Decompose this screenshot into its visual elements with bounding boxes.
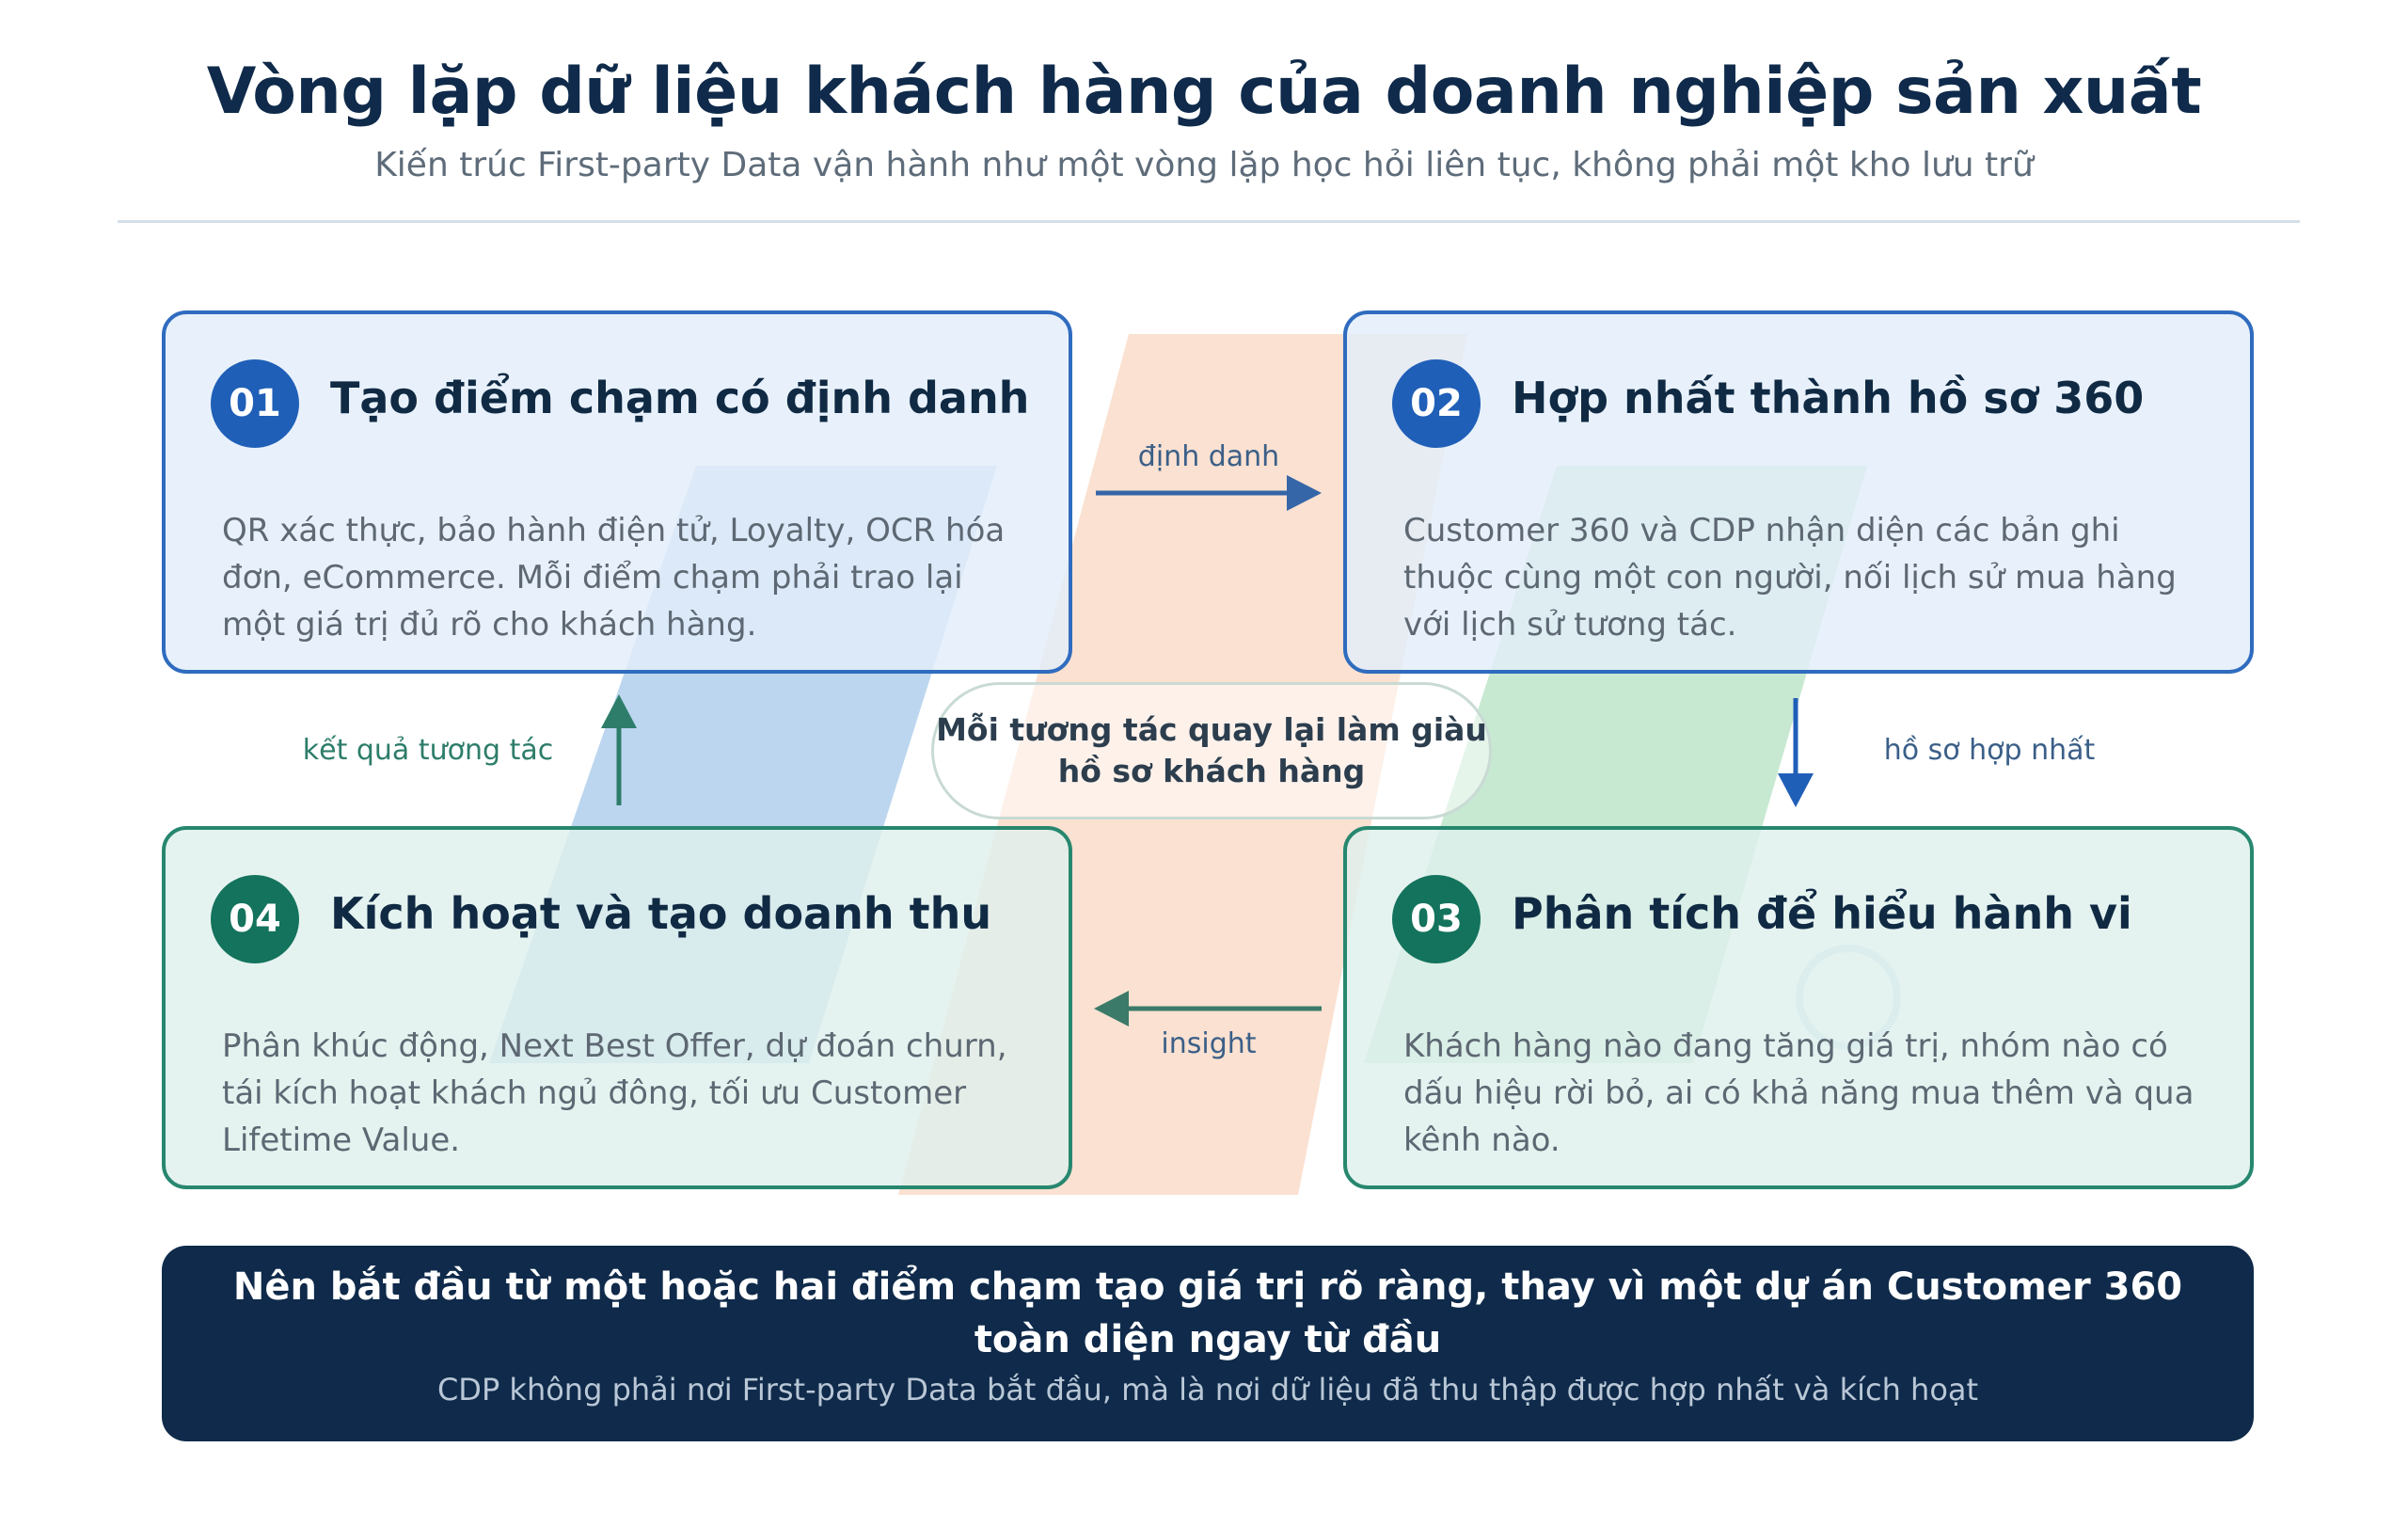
page-subtitle: Kiến trúc First-party Data vận hành như … (374, 146, 2034, 184)
center-loop-note: Mỗi tương tác quay lại làm giàu hồ sơ kh… (931, 682, 1492, 819)
step-number-badge: 04 (211, 875, 299, 963)
step-description: Customer 360 và CDP nhận diện các bản gh… (1403, 512, 2177, 644)
step-card-02: 02 Hợp nhất thành hồ sơ 360 Customer 360… (1343, 310, 2254, 674)
footer-title: Nên bắt đầu từ một hoặc hai điểm chạm tạ… (232, 1265, 2183, 1361)
step-title: Kích hoạt và tạo doanh thu (330, 888, 992, 939)
footer-banner: Nên bắt đầu từ một hoặc hai điểm chạm tạ… (162, 1246, 2254, 1441)
step-card-04: 04 Kích hoạt và tạo doanh thu Phân khúc … (162, 826, 1072, 1189)
step-card-03: 03 Phân tích để hiểu hành vi Khách hàng … (1343, 826, 2254, 1189)
step-title: Hợp nhất thành hồ sơ 360 (1512, 373, 2145, 423)
connector-label-right: hồ sơ hợp nhất (1883, 734, 2096, 767)
step-number-badge: 02 (1392, 359, 1481, 448)
step-card-01: 01 Tạo điểm chạm có định danh QR xác thự… (162, 310, 1072, 674)
arrow-right-icon (1096, 475, 1322, 511)
step-title: Phân tích để hiểu hành vi (1512, 888, 2132, 939)
connector-label-left: kết quả tương tác (302, 734, 554, 767)
step-description: QR xác thực, bảo hành điện tử, Loyalty, … (222, 512, 1006, 644)
connector-label-top: định danh (1137, 440, 1280, 473)
step-title: Tạo điểm chạm có định danh (330, 373, 1030, 423)
step-description: Khách hàng nào đang tăng giá trị, nhóm n… (1403, 1027, 2194, 1159)
page-title: Vòng lặp dữ liệu khách hàng của doanh ng… (206, 55, 2202, 129)
step-number-badge: 01 (211, 359, 299, 448)
step-number-badge: 03 (1392, 875, 1481, 963)
arrow-down-icon (1778, 698, 1814, 807)
arrow-up-icon (601, 694, 637, 805)
header-divider (118, 220, 2300, 223)
arrow-left-icon (1094, 991, 1322, 1026)
footer-subtitle: CDP không phải nơi First-party Data bắt … (436, 1372, 1979, 1408)
connector-label-bottom: insight (1161, 1027, 1257, 1060)
step-description: Phân khúc động, Next Best Offer, dự đoán… (222, 1027, 1007, 1159)
